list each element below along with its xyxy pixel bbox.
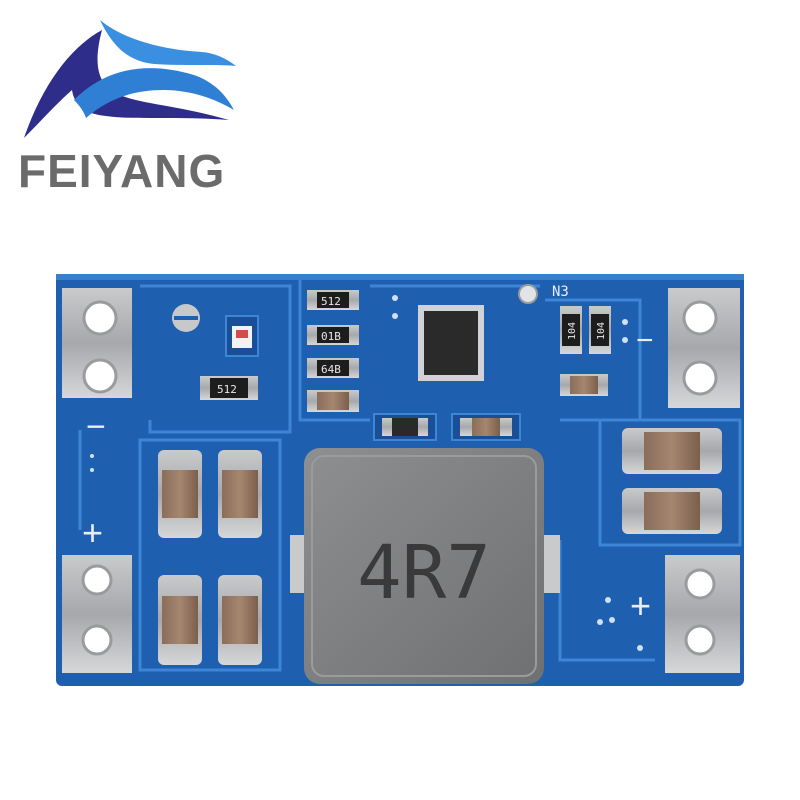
brand-logo-icon [24, 20, 236, 138]
silk-plus-left: + [82, 512, 103, 553]
svg-text:512: 512 [217, 383, 237, 396]
silk-plus-right: + [630, 585, 651, 626]
polarity-circle [172, 304, 200, 332]
capacitor-big-1 [158, 450, 202, 538]
logo-blue-swoosh [100, 20, 236, 66]
resistor-r3: 64B [307, 358, 359, 378]
resistor-r4: 512 [200, 376, 258, 400]
test-point [518, 284, 538, 304]
logo-dark-wave [24, 30, 229, 138]
ic-chip [418, 305, 484, 381]
capacitor-small-3 [373, 413, 437, 441]
capacitor-big-6 [622, 488, 722, 534]
resistor-r2: 01B [307, 325, 359, 345]
resistor-r6: 104 [589, 306, 611, 354]
capacitor-small-1 [307, 390, 359, 412]
silk-ref-top-right: N3 [552, 284, 569, 300]
resistor-r1: 512 [307, 290, 359, 310]
capacitor-big-5 [622, 428, 722, 474]
svg-text:104: 104 [596, 322, 607, 340]
capacitor-big-4 [218, 575, 262, 665]
inductor: 4R7 [290, 448, 560, 684]
svg-text:104: 104 [567, 322, 578, 340]
resistor-r5: 104 [560, 306, 582, 354]
capacitor-big-2 [218, 450, 262, 538]
led [225, 315, 259, 357]
svg-text:512: 512 [321, 295, 341, 308]
right-top-terminal [668, 288, 740, 408]
capacitor-big-3 [158, 575, 202, 665]
svg-text:01B: 01B [321, 330, 341, 343]
inductor-marking: 4R7 [357, 530, 491, 616]
capacitor-small-2 [560, 374, 608, 396]
brand-name: FEIYANG [18, 145, 226, 197]
silk-minus-left: − [86, 408, 106, 446]
left-bottom-terminal [62, 555, 132, 673]
svg-text:64B: 64B [321, 363, 341, 376]
capacitor-small-4 [451, 413, 521, 441]
right-bottom-terminal [665, 555, 740, 673]
pcb-vias [90, 295, 643, 651]
silk-minus-right: − [636, 324, 654, 357]
pcb-edge-highlight [56, 274, 744, 280]
left-top-terminal [62, 288, 132, 398]
logo-blue-wave [74, 68, 234, 118]
